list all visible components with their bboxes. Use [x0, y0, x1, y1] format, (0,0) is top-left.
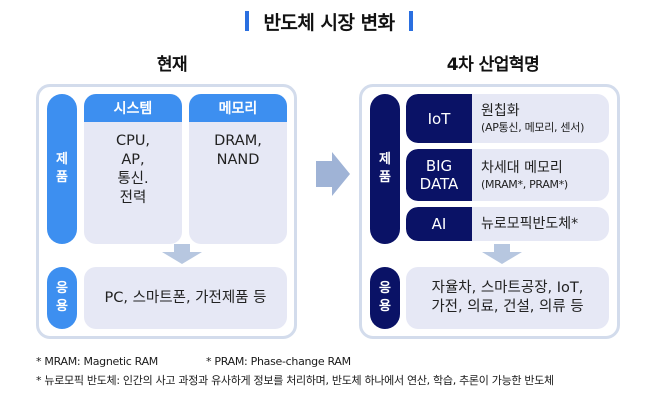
future-panel: 제 품 IoT 원칩화 (AP통신, 메모리, 센서) BIG DATA 차세대… [359, 84, 620, 339]
row-key-text: IoT [427, 109, 451, 128]
memory-column-items: DRAM, NAND [189, 122, 287, 170]
bigdata-row: BIG DATA 차세대 메모리 (MRAM*, PRAM*) [406, 149, 609, 201]
system-item: 전력 [119, 190, 147, 206]
iot-row: IoT 원칩화 (AP통신, 메모리, 센서) [406, 94, 609, 143]
application-text: PC, 스마트폰, 가전제품 등 [104, 289, 267, 306]
ai-row: AI 뉴로모픽반도체* [406, 207, 609, 241]
system-item: CPU, [115, 133, 151, 149]
system-item: 통신. [117, 171, 149, 187]
label-char: 제 [379, 152, 391, 167]
application-text: 자율차, 스마트공장, IoT, [431, 280, 584, 296]
row-sub-text: (MRAM*, PRAM*) [481, 177, 568, 191]
label-char: 품 [379, 170, 391, 185]
footnotes: * MRAM: Magnetic RAM * PRAM: Phase-change… [36, 352, 554, 390]
memory-item: DRAM, [214, 133, 262, 149]
future-heading: 4차 산업혁명 [446, 55, 540, 75]
row-main-text: 뉴로모픽반도체* [481, 216, 579, 232]
row-main-text: 원칩화 [481, 103, 520, 119]
label-char: 응 [56, 281, 68, 296]
system-column: 시스템 CPU, AP, 통신. 전력 [84, 94, 182, 244]
current-application-label: 응 용 [47, 267, 77, 329]
bigdata-key: BIG DATA [406, 149, 472, 201]
iot-value: 원칩화 (AP통신, 메모리, 센서) [472, 94, 609, 143]
label-char: 품 [56, 170, 68, 185]
diagram-title-block: 반도체 시장 변화 [0, 6, 658, 36]
memory-item: NAND [216, 152, 260, 168]
ai-value: 뉴로모픽반도체* [472, 207, 609, 241]
current-applications-box: PC, 스마트폰, 가전제품 등 [84, 267, 287, 329]
neuromorphic-footnote: * 뉴로모픽 반도체: 인간의 사고 과정과 유사하게 정보를 처리하며, 반도… [36, 374, 554, 387]
down-arrow-icon [162, 244, 202, 264]
label-char: 응 [379, 281, 391, 296]
row-main-text: 차세대 메모리 [481, 159, 563, 176]
current-panel: 제 품 시스템 CPU, AP, 통신. 전력 메모리 DRAM, NAND 응… [36, 84, 297, 339]
row-key-text: DATA [419, 175, 459, 193]
bigdata-value: 차세대 메모리 (MRAM*, PRAM*) [472, 149, 609, 201]
title-bar-right [408, 11, 413, 31]
label-char: 용 [56, 299, 68, 314]
memory-column-header: 메모리 [189, 94, 287, 122]
future-product-label: 제 품 [370, 94, 400, 244]
iot-key: IoT [406, 94, 472, 143]
system-item: AP, [121, 152, 145, 168]
memory-column: 메모리 DRAM, NAND [189, 94, 287, 244]
mram-footnote: * MRAM: Magnetic RAM [36, 355, 158, 368]
future-applications-box: 자율차, 스마트공장, IoT, 가전, 의료, 건설, 의류 등 [406, 267, 609, 329]
diagram-title: 반도체 시장 변화 [263, 11, 395, 34]
row-key-text: AI [431, 215, 447, 233]
current-heading: 현재 [156, 55, 188, 75]
label-char: 용 [379, 299, 391, 314]
current-product-label: 제 품 [47, 94, 77, 244]
system-column-items: CPU, AP, 통신. 전력 [84, 122, 182, 208]
ai-key: AI [406, 207, 472, 241]
system-column-header: 시스템 [84, 94, 182, 122]
row-key-text: BIG [425, 157, 453, 175]
title-bar-left [245, 11, 250, 31]
footnote-line: * MRAM: Magnetic RAM * PRAM: Phase-change… [36, 352, 554, 371]
pram-footnote: * PRAM: Phase-change RAM [205, 355, 351, 368]
label-char: 제 [56, 152, 68, 167]
application-text: 가전, 의료, 건설, 의류 등 [431, 299, 584, 315]
down-arrow-icon [482, 244, 522, 264]
right-arrow-icon [316, 152, 350, 196]
future-application-label: 응 용 [370, 267, 400, 329]
row-sub-text: (AP통신, 메모리, 센서) [481, 121, 585, 134]
